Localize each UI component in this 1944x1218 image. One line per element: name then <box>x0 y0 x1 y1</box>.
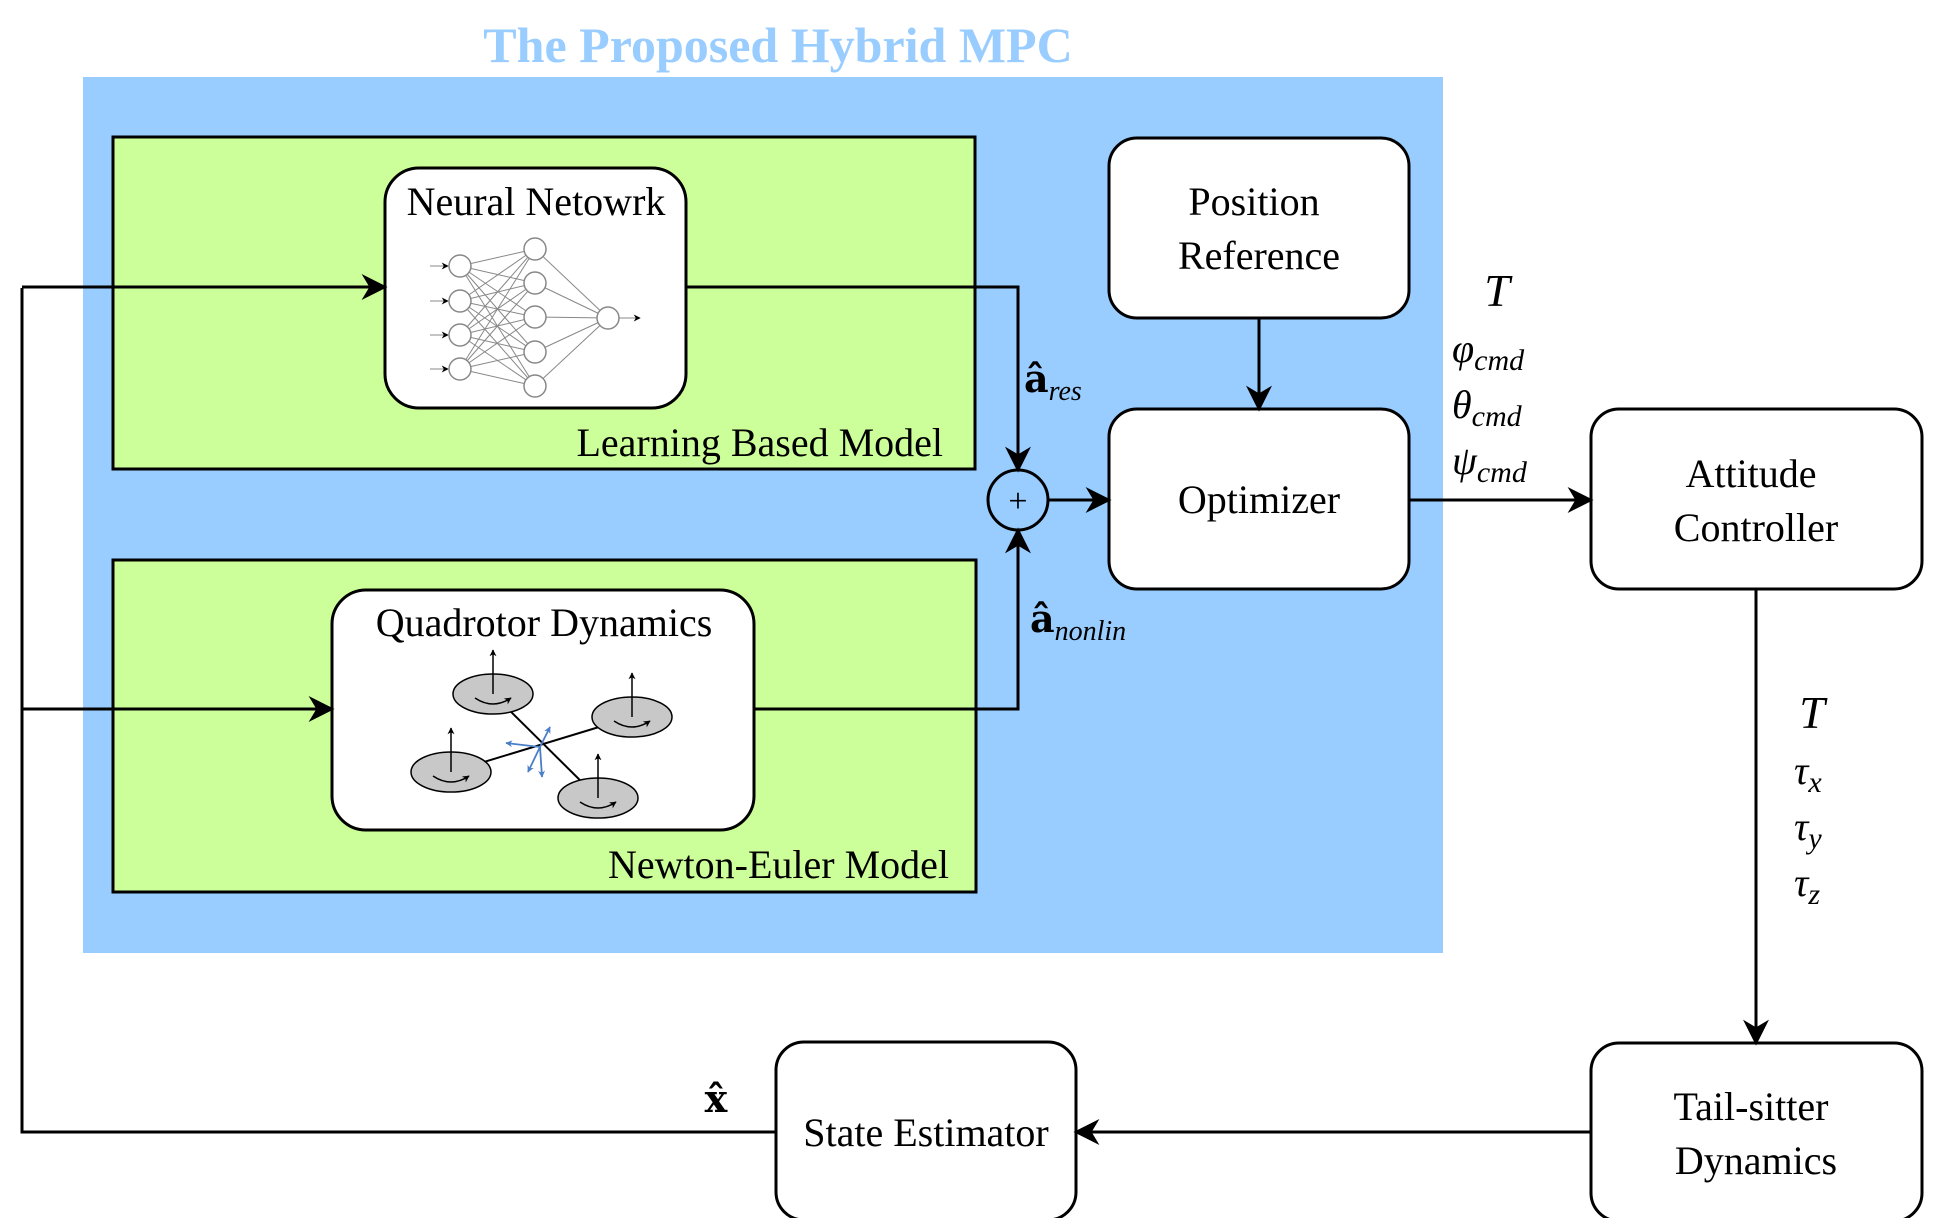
nn-node <box>523 237 547 261</box>
nn-node <box>448 323 472 347</box>
rotor-spin-arrow <box>613 720 651 728</box>
optimizer-label: Optimizer <box>1178 477 1340 522</box>
neural-network-icon <box>430 237 641 398</box>
nn-edge <box>459 282 536 370</box>
opt-out-theta: θcmd <box>1452 382 1523 433</box>
nn-node <box>448 289 472 313</box>
nn-node <box>523 271 547 295</box>
feedback-line <box>20 288 776 1134</box>
nn-edge <box>459 316 536 370</box>
tail-sitter-dynamics-label: Tail-sitter Dynamics <box>1674 1084 1839 1183</box>
newton-euler-model-label: Newton-Euler Model <box>608 842 949 887</box>
rotor-spin-arrow <box>432 775 470 783</box>
ctrl-out-tau-x: τx <box>1794 748 1822 799</box>
position-reference-block <box>1107 136 1411 320</box>
body-frame-axis <box>527 746 541 773</box>
a-res-label: âres <box>1024 356 1082 407</box>
attitude-controller-line-2: Controller <box>1674 505 1838 550</box>
controller-output-labels: T τx τy τz <box>1794 687 1828 911</box>
nn-edge <box>459 368 536 387</box>
nn-edge <box>534 317 609 353</box>
attitude-controller-line-1: Attitude <box>1685 451 1816 496</box>
nn-node <box>448 254 472 278</box>
a-nonlin-label: ânonlin <box>1030 596 1126 647</box>
attitude-controller-label: Attitude Controller <box>1674 451 1838 550</box>
state-estimator-label: State Estimator <box>803 1110 1049 1155</box>
position-reference-line-2: Reference <box>1178 233 1340 278</box>
nn-edge <box>459 351 536 370</box>
nn-edge <box>459 248 536 267</box>
nn-node <box>523 340 547 364</box>
quadrotor-to-sum-arrow <box>754 527 1031 711</box>
quadrotor-icon <box>410 649 673 819</box>
neural-network-label: Neural Netowrk <box>407 179 666 224</box>
diagram-title: The Proposed Hybrid MPC <box>483 17 1072 73</box>
optimizer-output-labels: T φcmd θcmd ψcmd <box>1452 265 1528 489</box>
rotor-spin-arrow <box>474 697 512 705</box>
body-frame-axis <box>538 746 546 778</box>
attitude-controller-block <box>1589 407 1924 591</box>
tail-sitter-line-2: Dynamics <box>1675 1138 1837 1183</box>
nn-to-sum-arrow <box>686 285 1031 473</box>
position-reference-label: Position Reference <box>1178 179 1340 278</box>
nn-edge <box>534 248 609 319</box>
nn-node <box>596 306 620 330</box>
nn-edge <box>534 282 609 319</box>
body-frame-axis <box>505 740 541 748</box>
ctrl-out-tau-z: τz <box>1794 860 1820 911</box>
ctrl-out-T: T <box>1799 687 1828 738</box>
nn-node <box>523 305 547 329</box>
rotor-spin-arrow <box>579 801 617 809</box>
nn-node <box>448 357 472 381</box>
nn-edge <box>534 317 609 387</box>
opt-out-psi: ψcmd <box>1452 438 1528 489</box>
ctrl-out-tau-y: τy <box>1794 804 1822 855</box>
opt-out-phi: φcmd <box>1452 326 1525 377</box>
tail-sitter-dynamics-block <box>1589 1041 1924 1218</box>
learning-based-model-label: Learning Based Model <box>576 420 943 465</box>
body-frame-axis <box>539 726 551 748</box>
x-hat-label: x̂ <box>705 1076 728 1121</box>
position-reference-line-1: Position <box>1188 179 1319 224</box>
nn-edge <box>459 248 536 370</box>
tail-sitter-line-1: Tail-sitter <box>1674 1084 1829 1129</box>
nn-edge <box>534 316 609 319</box>
opt-out-T: T <box>1484 265 1513 316</box>
nn-edge <box>459 248 536 302</box>
nn-edge <box>459 248 536 336</box>
nn-node <box>523 374 547 398</box>
summing-junction-symbol: + <box>1008 483 1027 520</box>
quadrotor-dynamics-label: Quadrotor Dynamics <box>376 600 713 645</box>
